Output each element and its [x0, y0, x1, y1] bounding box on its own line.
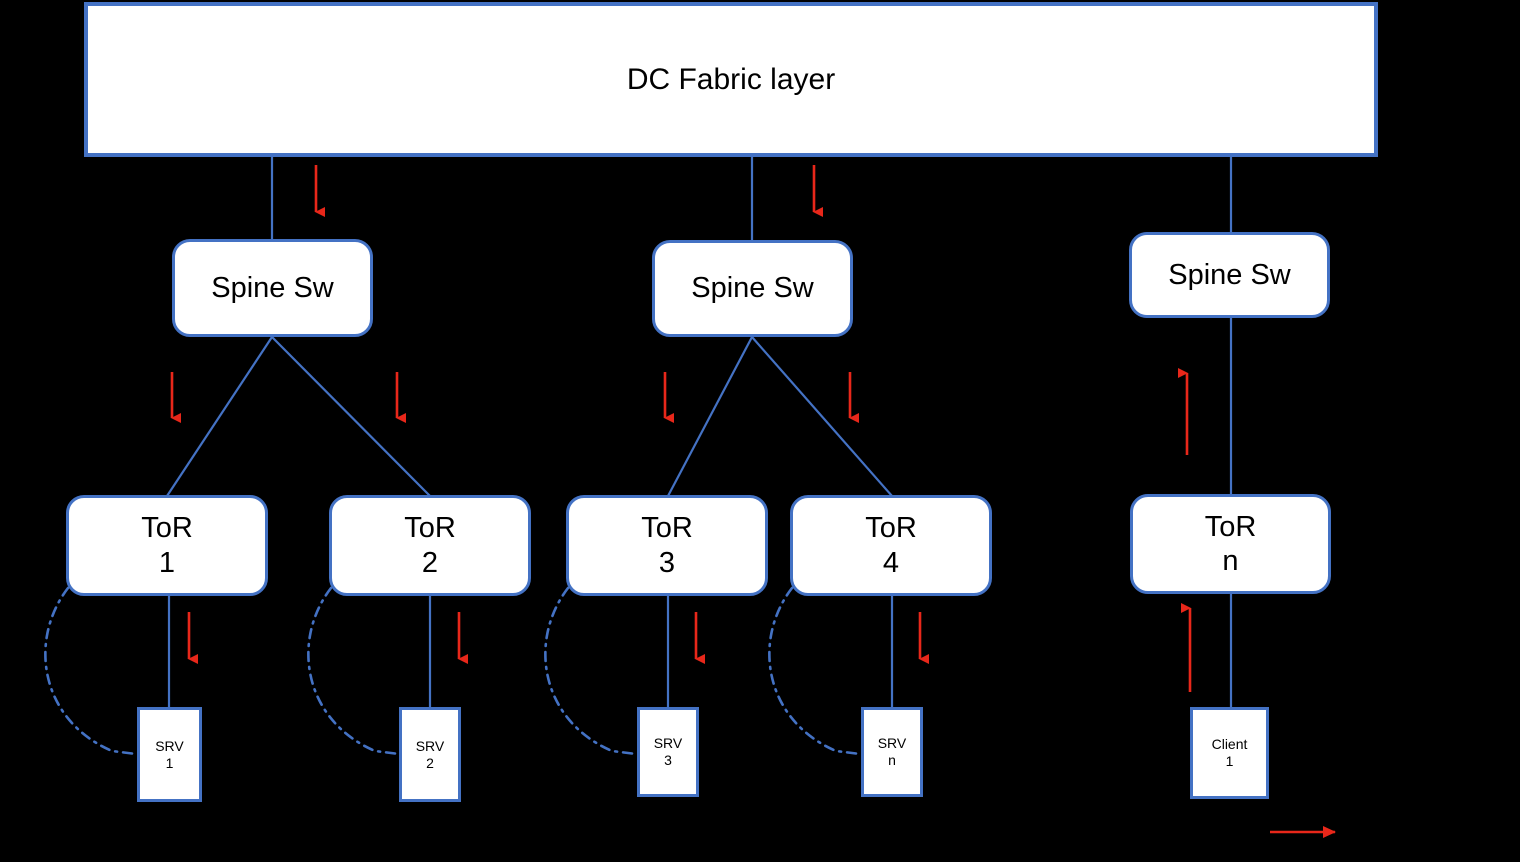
curve-tor3-srv3 — [544, 586, 638, 756]
spine-switch-3-box[interactable]: Spine Sw — [1129, 232, 1330, 318]
link-spine2-tor4 — [751, 336, 893, 497]
tor-switch-1-box[interactable]: ToR 1 — [66, 495, 268, 596]
fabric-to-spine-links — [270, 156, 1233, 241]
tor-switch-2-index: 2 — [421, 546, 439, 579]
tor-to-endpoint-curved-links — [44, 586, 862, 756]
tor-switch-n-box[interactable]: ToR n — [1130, 494, 1331, 594]
client-1-index: 1 — [1225, 753, 1234, 769]
link-spine1-tor2 — [271, 336, 431, 497]
server-3-box[interactable]: SRV 3 — [637, 707, 699, 797]
tor-switch-n-label: ToR — [1204, 510, 1257, 543]
client-1-box[interactable]: Client 1 — [1190, 707, 1269, 799]
link-spine1-tor1 — [166, 336, 273, 497]
server-3-label: SRV — [653, 735, 683, 752]
tor-switch-3-label: ToR — [641, 512, 693, 545]
tor-switch-3-box[interactable]: ToR 3 — [566, 495, 768, 596]
tor-switch-n-index: n — [1222, 545, 1239, 577]
server-2-index: 2 — [426, 754, 434, 771]
tor-switch-3-index: 3 — [658, 546, 676, 579]
spine-switch-3-label: Spine Sw — [1168, 258, 1291, 291]
red-flow-arrows-up — [1178, 368, 1192, 692]
curve-tor4-srvn — [768, 586, 862, 756]
curve-tor2-srv2 — [307, 586, 401, 756]
curve-tor1-srv1 — [44, 586, 138, 756]
server-n-index: n — [888, 752, 896, 768]
spine-switch-2-box[interactable]: Spine Sw — [652, 240, 853, 337]
server-1-label: SRV — [155, 737, 184, 754]
tor-switch-1-index: 1 — [158, 546, 176, 579]
tor-to-endpoint-links — [167, 594, 1233, 708]
server-1-box[interactable]: SRV 1 — [137, 707, 202, 802]
server-2-label: SRV — [415, 737, 445, 754]
server-1-index: 1 — [165, 754, 174, 771]
spine-to-tor-links — [166, 318, 1233, 497]
spine-switch-1-label: Spine Sw — [211, 271, 334, 304]
tor-switch-4-box[interactable]: ToR 4 — [790, 495, 992, 596]
link-spine2-tor3 — [667, 336, 753, 497]
dc-fabric-layer-label: DC Fabric layer — [626, 62, 836, 96]
tor-switch-2-label: ToR — [404, 512, 456, 545]
red-flow-arrows-down — [170, 165, 929, 664]
server-n-label: SRV — [877, 735, 907, 752]
server-n-box[interactable]: SRV n — [861, 707, 923, 797]
tor-switch-1-label: ToR — [141, 512, 193, 545]
tor-switch-4-index: 4 — [882, 546, 900, 579]
dc-fabric-layer-box[interactable]: DC Fabric layer — [84, 2, 1378, 157]
server-3-index: 3 — [664, 752, 672, 768]
spine-switch-2-label: Spine Sw — [691, 272, 814, 305]
tor-switch-2-box[interactable]: ToR 2 — [329, 495, 531, 596]
server-2-box[interactable]: SRV 2 — [399, 707, 461, 802]
client-1-label: Client — [1211, 736, 1248, 753]
spine-switch-1-box[interactable]: Spine Sw — [172, 239, 373, 337]
tor-switch-4-label: ToR — [865, 512, 917, 545]
